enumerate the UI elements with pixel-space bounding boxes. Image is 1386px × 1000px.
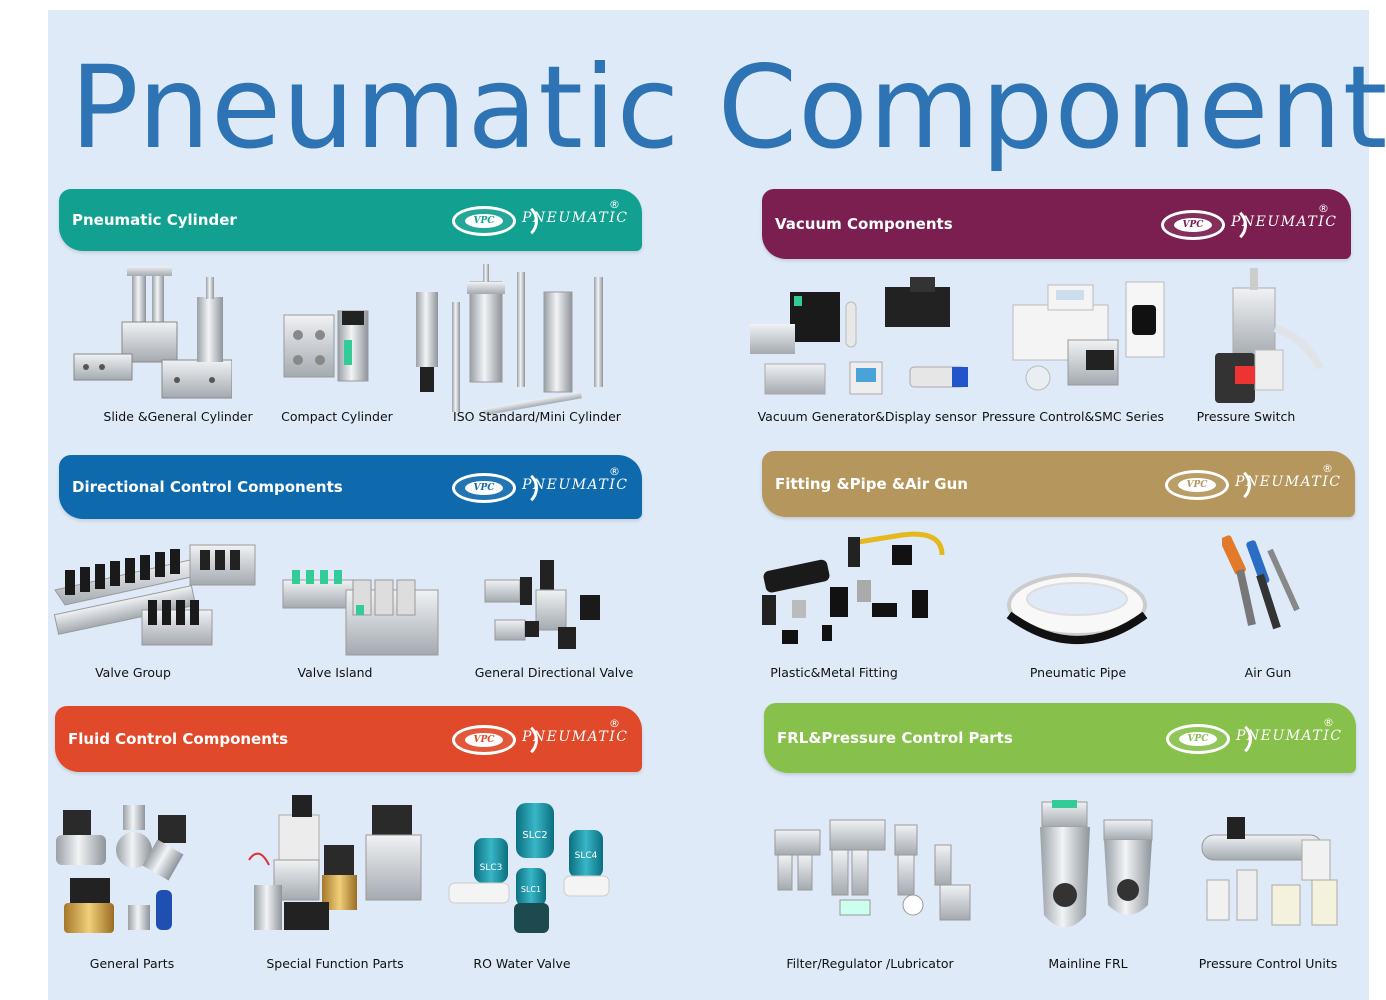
iso-cylinder-image — [412, 262, 617, 414]
air-gun-image — [1222, 530, 1302, 630]
pressure-switch-image — [1205, 268, 1325, 408]
caption-mainline-frl: Mainline FRL — [1048, 956, 1128, 971]
slc3-label: SLC3 — [480, 863, 503, 873]
ro-water-valve-image: SLC2 SLC3 SLC4 SLC1 — [444, 798, 614, 938]
caption-general-parts: General Parts — [89, 956, 175, 971]
general-parts-image — [48, 800, 198, 940]
caption-plastic-metal-fitting: Plastic&Metal Fitting — [770, 665, 898, 680]
caption-pressure-control-units: Pressure Control Units — [1198, 956, 1338, 971]
caption-ro-water-valve: RO Water Valve — [473, 956, 571, 971]
caption-filter-regulator-lubricator: Filter/Regulator /Lubricator — [786, 956, 954, 971]
pressure-control-units-image — [1197, 815, 1342, 935]
caption-air-gun: Air Gun — [1244, 665, 1292, 680]
banner-title: Pneumatic Cylinder — [72, 211, 237, 229]
caption-pressure-control-smc: Pressure Control&SMC Series — [981, 409, 1165, 424]
caption-slide-general-cylinder: Slide &General Cylinder — [103, 409, 253, 424]
caption-valve-group: Valve Group — [95, 665, 171, 680]
slc1-label: SLC1 — [521, 885, 541, 894]
pressure-control-smc-image — [1008, 280, 1168, 400]
banner-title: FRL&Pressure Control Parts — [777, 729, 1013, 747]
caption-special-function-parts: Special Function Parts — [266, 956, 404, 971]
vacuum-generator-image — [750, 272, 975, 400]
compact-cylinder-image — [280, 305, 380, 385]
caption-iso-mini-cylinder: ISO Standard/Mini Cylinder — [453, 409, 621, 424]
caption-compact-cylinder: Compact Cylinder — [281, 409, 393, 424]
banner-title: Fitting &Pipe &Air Gun — [775, 475, 968, 493]
mainline-frl-image — [1032, 800, 1157, 945]
pneumatic-pipe-image — [1005, 565, 1150, 645]
caption-vacuum-generator: Vacuum Generator&Display sensor — [757, 409, 977, 424]
banner-title: Fluid Control Components — [68, 730, 289, 748]
caption-pressure-switch: Pressure Switch — [1196, 409, 1296, 424]
slide-cylinder-image — [72, 262, 232, 404]
caption-valve-island: Valve Island — [297, 665, 373, 680]
banner-title: Vacuum Components — [775, 215, 953, 233]
special-function-parts-image — [244, 790, 424, 935]
page-title: Pneumatic Components — [70, 41, 1386, 174]
valve-group-image — [50, 540, 260, 650]
plastic-metal-fitting-image — [752, 525, 947, 650]
caption-pneumatic-pipe: Pneumatic Pipe — [1029, 665, 1127, 680]
filter-regulator-lubricator-image — [770, 810, 975, 930]
slc4-label: SLC4 — [575, 851, 598, 861]
banner-title: Directional Control Components — [72, 478, 343, 496]
valve-island-image — [278, 560, 443, 660]
general-directional-valve-image — [480, 555, 610, 655]
caption-general-directional-valve: General Directional Valve — [474, 665, 634, 680]
slc2-label: SLC2 — [522, 830, 547, 841]
